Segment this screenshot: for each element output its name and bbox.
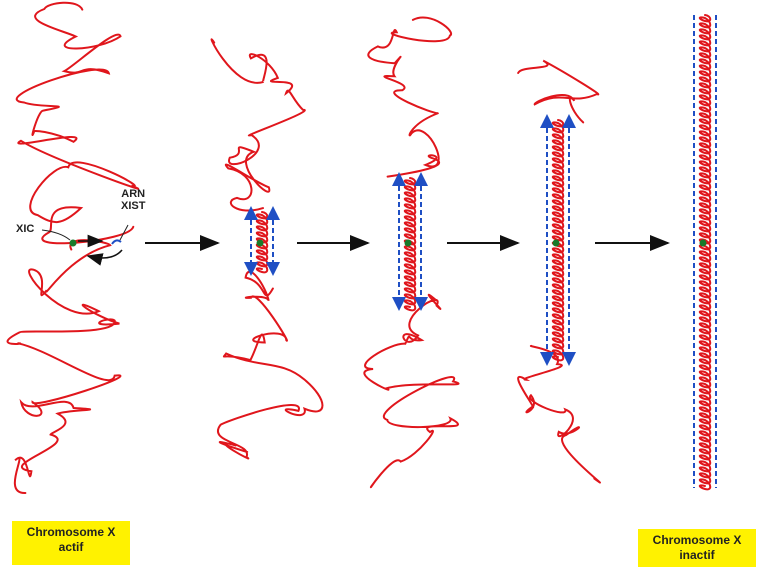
xic-center-dot <box>553 240 560 247</box>
chromatin-loops-top <box>368 17 451 176</box>
chromatin-loops-top <box>212 39 305 210</box>
chromosome-stage-3 <box>364 17 458 487</box>
chromosome-stage-5 <box>694 15 716 489</box>
chromatin-loops-bottom <box>218 272 323 459</box>
active-label-line2: actif <box>18 540 124 555</box>
inactive-label-line2: inactif <box>644 548 750 563</box>
inactive-label-line1: Chromosome X <box>644 533 750 548</box>
chromatin-loops-top <box>17 3 138 244</box>
active-chromosome-label: Chromosome X actif <box>12 521 130 565</box>
chromosome-stage-4 <box>518 61 600 483</box>
chromosome-stage-2 <box>212 39 323 458</box>
xist-rna-mark <box>112 240 121 244</box>
xic-center-dot <box>405 240 412 247</box>
arn-label-line2: XIST <box>121 200 145 212</box>
xic-label-text: XIC <box>16 223 34 235</box>
arn-label-line1: ARN <box>121 188 145 200</box>
xic-center-dot <box>70 240 77 247</box>
xic-center-dot <box>700 240 707 247</box>
arn-xist-label: ARN XIST <box>121 188 145 212</box>
chromosome-stage-1 <box>8 3 139 493</box>
inactive-chromosome-label: Chromosome X inactif <box>638 529 756 567</box>
active-label-line1: Chromosome X <box>18 525 124 540</box>
chromatin-loops-bottom <box>518 346 600 483</box>
chromatin-loops-top <box>518 61 598 123</box>
chromatin-loops-bottom <box>8 240 121 493</box>
xic-center-dot <box>257 240 264 247</box>
xic-label: XIC <box>16 223 34 235</box>
heterochromatin-coil <box>700 15 711 489</box>
chromatin-loops-bottom <box>364 295 458 487</box>
